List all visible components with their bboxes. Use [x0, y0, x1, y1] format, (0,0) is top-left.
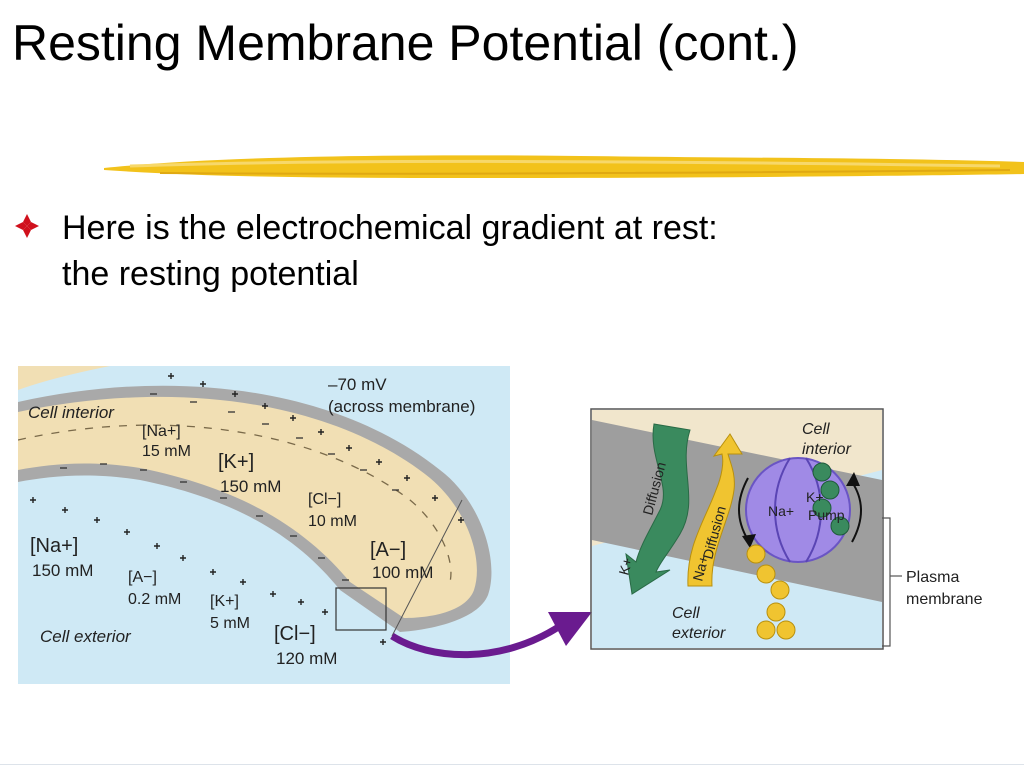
na-inside-value: 15 mM [142, 443, 191, 460]
right-panel: Cell interior Cell exterior Diffusion K+… [592, 410, 882, 648]
k-outside-value: 5 mM [210, 615, 250, 632]
right-cell-exterior-1: Cell [672, 605, 700, 622]
k-inside-value: 150 mM [220, 477, 281, 496]
a-inside-label: [A−] [370, 539, 406, 561]
bullet-text: Here is the electrochemical gradient at … [62, 205, 718, 297]
footer-divider [0, 764, 1024, 765]
slide-title: Resting Membrane Potential (cont.) [12, 15, 799, 71]
bullet-line-2: the resting potential [62, 255, 359, 293]
title-underline-brushstroke [104, 155, 1024, 178]
cell-exterior-label: Cell exterior [40, 627, 132, 646]
right-cell-interior-2: interior [802, 441, 852, 458]
left-panel: –70 mV (across membrane) Cell interior [… [18, 366, 510, 684]
na-inside-label: [Na+] [142, 423, 181, 440]
membrane-diagram: –70 mV (across membrane) Cell interior [… [18, 366, 983, 684]
pump-k-label: K+ [806, 489, 824, 505]
right-cell-interior-1: Cell [802, 421, 830, 438]
bullet-line-1: Here is the electrochemical gradient at … [62, 209, 718, 247]
cl-outside-label: [Cl−] [274, 623, 316, 645]
right-cell-exterior-2: exterior [672, 625, 726, 642]
cell-interior-label: Cell interior [28, 403, 115, 422]
zoom-arrowhead-icon [548, 612, 592, 646]
k-outside-label: [K+] [210, 593, 239, 610]
voltage-sublabel: (across membrane) [328, 397, 475, 416]
pump-label: Pump [808, 507, 845, 523]
na-outside-value: 150 mM [32, 561, 93, 580]
voltage-label: –70 mV [328, 375, 387, 394]
zoom-arrow [390, 623, 562, 659]
k-ion-label: K+ [615, 556, 635, 577]
a-outside-value: 0.2 mM [128, 591, 181, 608]
diamond-bullet-icon [15, 214, 39, 238]
k-diffusion-arrow [625, 423, 691, 595]
pump-na-label: Na+ [768, 503, 794, 519]
plasma-label-2: membrane [906, 591, 983, 608]
cl-inside-value: 10 mM [308, 513, 357, 530]
na-ion-label: Na+ [689, 553, 711, 582]
na-diffusion-arrow [687, 433, 743, 587]
plasma-label-1: Plasma [906, 569, 959, 586]
na-outside-label: [Na+] [30, 535, 78, 557]
cl-inside-label: [Cl−] [308, 491, 341, 508]
a-inside-value: 100 mM [372, 563, 433, 582]
k-inside-label: [K+] [218, 451, 254, 473]
cl-outside-value: 120 mM [276, 649, 337, 668]
a-outside-label: [A−] [128, 569, 157, 586]
